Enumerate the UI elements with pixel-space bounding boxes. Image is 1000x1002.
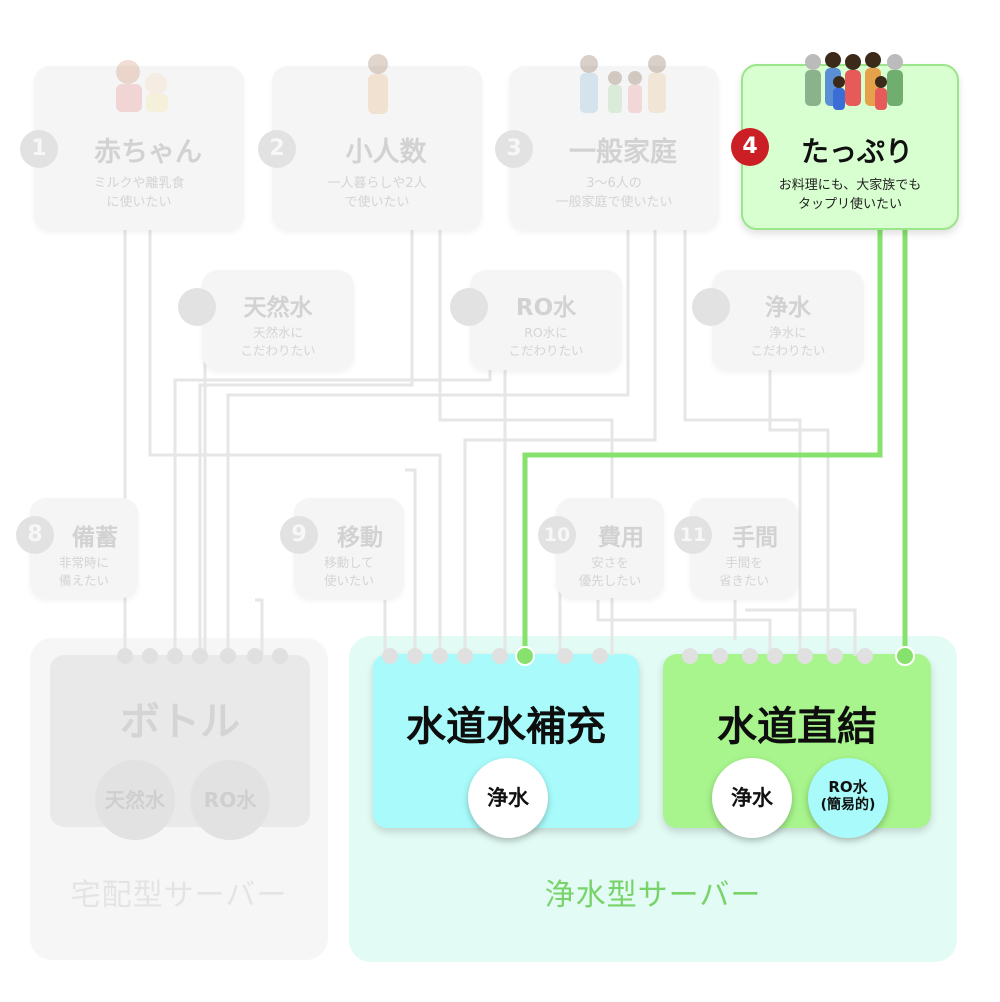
priority-desc-line2: 備えたい (58, 573, 109, 588)
priority-number-10: 10 (538, 516, 576, 554)
delivery-region-label: 宅配型サーバー (70, 878, 288, 913)
purified-water-bubble-refill: 浄水 (468, 758, 548, 838)
water-type-badge (450, 288, 488, 326)
water-type-badge (692, 288, 730, 326)
priority-title: 備蓄 (72, 525, 118, 551)
tap-refill-server-box: 水道水補充 (373, 654, 639, 828)
option-card-family[interactable]: 3 一般家庭 3〜6人の 一般家庭で使いたい (495, 55, 719, 230)
option-card-baby[interactable]: 1 赤ちゃん ミルクや離乳食 に使いたい (20, 60, 244, 230)
bottle-server-title: ボトル (120, 699, 240, 745)
priority-desc-line1: 移動して (324, 555, 374, 570)
priority-number-8: 8 (16, 516, 54, 554)
option-desc-line2: に使いたい (106, 195, 172, 210)
priority-desc-line1: 手間を (725, 555, 763, 570)
water-type-card-purified[interactable]: 浄水 浄水に こだわりたい (692, 270, 864, 370)
option-title: 小人数 (345, 137, 427, 168)
priority-desc-line1: 非常時に (58, 555, 109, 570)
water-type-title: 天然水 (243, 295, 313, 321)
priority-card-portable[interactable]: 9 移動 移動して 使いたい (280, 498, 404, 598)
option-card-plenty[interactable]: 4 たっぷり お料理にも、大家族でも タップリ使いたい (731, 52, 959, 230)
priority-desc-line2: 省きたい (718, 573, 769, 588)
single-person-illustration-icon (358, 52, 398, 122)
option-desc-line1: お料理にも、大家族でも (778, 178, 922, 193)
water-type-title: RO水 (515, 295, 577, 321)
tap-refill-server-title: 水道水補充 (406, 704, 606, 750)
priority-title: 移動 (337, 525, 383, 551)
water-type-desc-line1: 天然水に (252, 325, 303, 340)
water-type-desc-line2: こだわりたい (508, 343, 584, 358)
purifier-region-label: 浄水型サーバー (544, 878, 762, 913)
priority-desc-line2: 優先したい (578, 573, 642, 588)
water-type-card-ro[interactable]: RO水 RO水に こだわりたい (450, 270, 622, 370)
priority-card-effort[interactable]: 11 手間 手間を 省きたい (674, 498, 798, 598)
option-desc-line2: タップリ使いたい (797, 197, 902, 212)
water-type-desc-line2: こだわりたい (240, 343, 316, 358)
water-type-desc-line2: こだわりたい (750, 343, 826, 358)
baby-illustration-icon (96, 54, 186, 120)
option-desc-line1: ミルクや離乳食 (93, 176, 185, 191)
priority-title: 費用 (598, 525, 644, 551)
option-desc-line1: 一人暮らしや2人 (327, 176, 427, 191)
priority-desc-line1: 安さを (591, 555, 629, 570)
priority-card-stockpile[interactable]: 8 備蓄 非常時に 備えたい (16, 498, 138, 598)
option-number-4: 4 (731, 128, 769, 166)
ro-water-label: RO水 (828, 778, 868, 796)
ro-water-simple-bubble: RO水 (簡易的) (808, 758, 888, 838)
priority-desc-line2: 使いたい (323, 573, 374, 588)
water-type-desc-line1: RO水に (524, 325, 568, 340)
priority-title: 手間 (732, 525, 778, 551)
family-illustration-icon (571, 52, 671, 122)
water-type-bubble-natural: 天然水 (95, 760, 175, 840)
option-number-1: 1 (20, 130, 58, 168)
priority-number-11: 11 (674, 516, 712, 554)
option-title: たっぷり (800, 135, 913, 168)
water-type-badge (178, 288, 216, 326)
option-desc-line2: で使いたい (344, 195, 410, 210)
priority-card-cost[interactable]: 10 費用 安さを 優先したい (538, 498, 664, 598)
priority-number-9: 9 (280, 516, 318, 554)
option-title: 赤ちゃん (94, 137, 202, 168)
water-type-card-natural[interactable]: 天然水 天然水に こだわりたい (178, 270, 354, 370)
option-card-small-household[interactable]: 2 小人数 一人暮らしや2人 で使いたい (258, 54, 482, 230)
option-number-2: 2 (258, 130, 296, 168)
option-title: 一般家庭 (569, 137, 677, 168)
option-desc-line1: 3〜6人の (586, 176, 642, 191)
purified-water-bubble-direct: 浄水 (712, 758, 792, 838)
large-family-illustration-icon (799, 48, 909, 118)
water-type-desc-line1: 浄水に (769, 325, 807, 340)
water-type-title: 浄水 (765, 295, 811, 321)
water-type-bubble-ro: RO水 (190, 760, 270, 840)
option-number-3: 3 (495, 130, 533, 168)
ro-water-simple-label: (簡易的) (820, 797, 876, 813)
option-desc-line2: 一般家庭で使いたい (555, 195, 673, 210)
direct-tap-server-title: 水道直結 (717, 704, 877, 750)
